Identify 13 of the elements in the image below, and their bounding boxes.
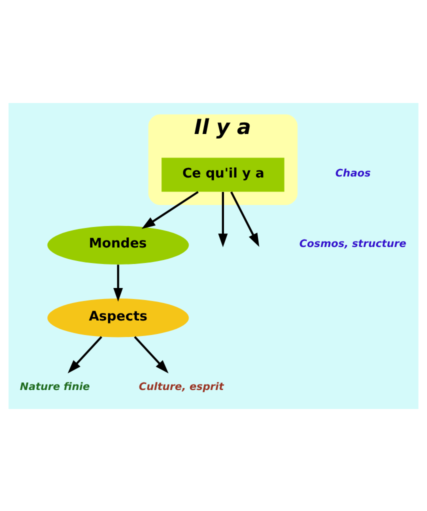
label: Cosmos, structure (299, 237, 406, 250)
arrow (134, 336, 169, 373)
arrow (142, 190, 199, 228)
node-ellipse: Mondes (47, 225, 189, 264)
arrow (68, 336, 102, 373)
node-text: Nature finie (20, 380, 90, 392)
arrow (218, 191, 228, 247)
node-text: Culture, esprit (138, 380, 224, 392)
arrow (230, 190, 260, 246)
arrow (113, 264, 123, 302)
node-box: Ce qu'il y a (162, 157, 284, 192)
label: Chaos (335, 166, 371, 179)
node-ellipse: Aspects (47, 298, 189, 337)
